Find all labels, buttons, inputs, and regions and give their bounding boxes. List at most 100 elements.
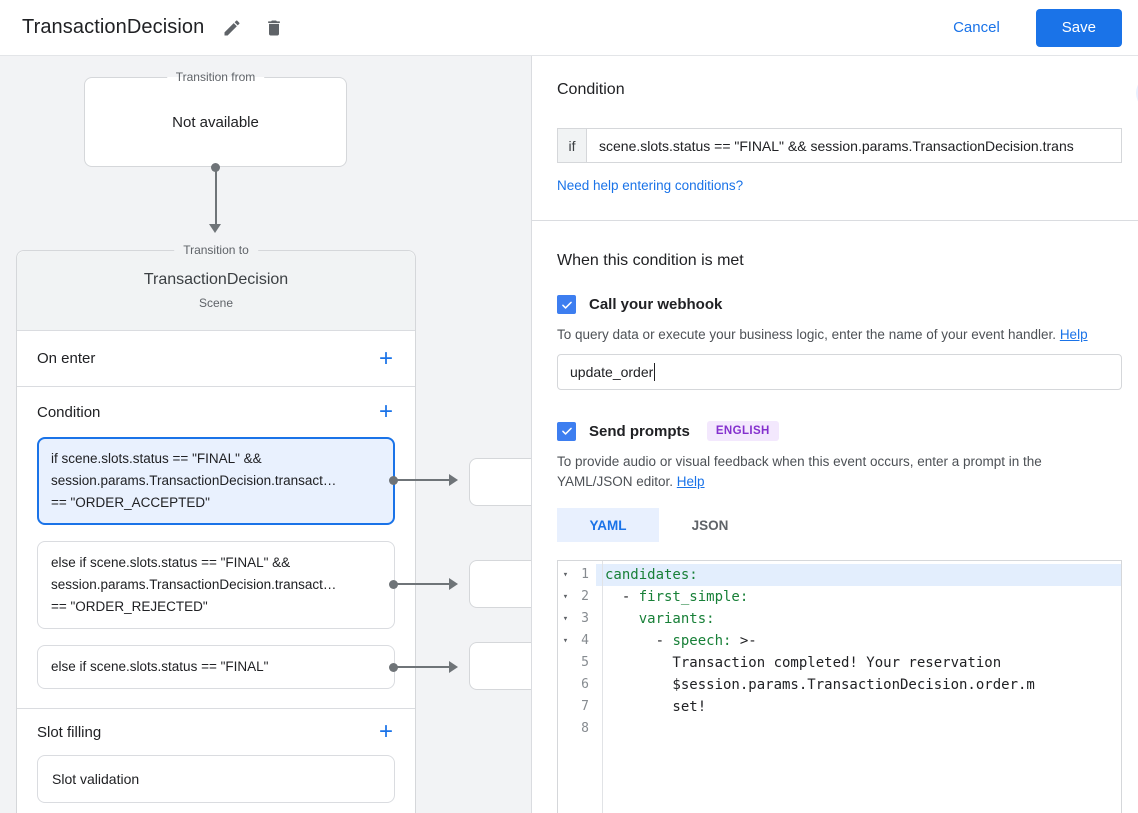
condition-text-line: == "ORDER_REJECTED"	[51, 599, 208, 614]
connector-dot	[389, 579, 398, 589]
editor-line[interactable]: 6 $session.params.TransactionDecision.or…	[558, 674, 1121, 696]
edit-scene-button[interactable]	[218, 14, 246, 42]
connector-arrowhead	[449, 578, 458, 590]
webhook-help-link[interactable]: Help	[1059, 327, 1088, 342]
line-number: 1	[581, 567, 589, 582]
line-number: 6	[581, 677, 589, 692]
flow-connector-dot	[211, 163, 220, 172]
prompts-helper-text: To provide audio or visual feedback when…	[557, 452, 1117, 492]
editor-line[interactable]: 5 Transaction completed! Your reservatio…	[558, 652, 1121, 674]
line-number: 5	[581, 655, 589, 670]
condition-text-line: == "ORDER_ACCEPTED"	[51, 495, 210, 510]
fold-arrow-icon[interactable]: ▾	[562, 636, 569, 646]
event-handler-value: update_order	[570, 364, 654, 380]
webhook-checkbox[interactable]	[557, 295, 576, 314]
editor-line[interactable]: ▾2 - first_simple:	[558, 586, 1121, 608]
checkmark-icon	[561, 301, 572, 309]
condition-section-header: Condition +	[17, 387, 415, 437]
editor-line[interactable]: 7 set!	[558, 696, 1121, 718]
connector-dot	[389, 475, 398, 485]
tab-yaml[interactable]: YAML	[557, 508, 659, 542]
checkmark-icon	[561, 427, 572, 435]
fold-arrow-icon[interactable]: ▾	[562, 614, 569, 624]
code-text: - speech: >-	[605, 633, 757, 649]
event-handler-input[interactable]: update_order	[557, 354, 1122, 390]
fold-arrow-icon[interactable]: ▾	[562, 570, 569, 580]
line-number: 2	[581, 589, 589, 604]
line-number: 4	[581, 633, 589, 648]
prompts-check-row: Send prompts ENGLISH	[557, 421, 1122, 441]
panel-title: Condition	[557, 81, 625, 98]
if-prefix: if	[557, 128, 586, 163]
line-number: 8	[581, 721, 589, 736]
connector-line	[395, 479, 451, 481]
cancel-button[interactable]: Cancel	[935, 11, 1018, 44]
line-number: 7	[581, 699, 589, 714]
panel-divider	[532, 220, 1138, 221]
when-met-heading: When this condition is met	[557, 252, 744, 269]
scene-card-header[interactable]: TransactionDecision Scene	[17, 251, 415, 331]
delete-scene-button[interactable]	[260, 14, 288, 42]
condition-list: if scene.slots.status == "FINAL" &&sessi…	[17, 437, 415, 689]
collapse-panel-button[interactable]	[1136, 75, 1138, 111]
slot-filling-section-header: Slot filling +	[17, 709, 415, 755]
tab-json[interactable]: JSON	[659, 508, 761, 542]
transition-from-box[interactable]: Transition from Not available	[84, 70, 347, 167]
slot-list: Slot validation	[17, 755, 415, 803]
pencil-icon	[224, 19, 240, 35]
condition-text-line: else if scene.slots.status == "FINAL" &&	[51, 555, 291, 570]
code-text: $session.params.TransactionDecision.orde…	[605, 677, 1035, 693]
webhook-helper-body: To query data or execute your business l…	[557, 327, 1060, 342]
webhook-helper-text: To query data or execute your business l…	[557, 325, 1117, 345]
scene-name: TransactionDecision	[143, 271, 289, 288]
send-prompts-checkbox[interactable]	[557, 421, 576, 441]
add-on-enter-button[interactable]: +	[378, 344, 393, 372]
topbar: TransactionDecision Cancel Save	[0, 0, 1138, 56]
prompts-help-link[interactable]: Help	[676, 474, 705, 489]
target-scene-box[interactable]	[469, 642, 531, 690]
condition-text-line: else if scene.slots.status == "FINAL"	[51, 659, 269, 674]
fold-arrow-icon[interactable]: ▾	[562, 592, 569, 602]
connector-line	[395, 666, 451, 668]
code-text	[596, 718, 1121, 740]
target-scene-box[interactable]	[469, 560, 531, 608]
on-enter-section: On enter +	[17, 331, 415, 387]
condition-expression-input[interactable]: scene.slots.status == "FINAL" && session…	[586, 128, 1122, 163]
transition-from-legend: Transition from	[166, 70, 265, 84]
add-condition-button[interactable]: +	[378, 398, 393, 425]
connector-dot	[389, 662, 398, 672]
transition-to-legend: Transition to	[174, 243, 258, 257]
editor-line[interactable]: ▾3 variants:	[558, 608, 1121, 630]
add-slot-button[interactable]: +	[378, 718, 393, 745]
prompts-helper-body: To provide audio or visual feedback when…	[557, 454, 1042, 489]
condition-item[interactable]: else if scene.slots.status == "FINAL"	[37, 645, 395, 689]
code-text: Transaction completed! Your reservation	[605, 655, 1002, 671]
slot-item[interactable]: Slot validation	[37, 755, 395, 803]
condition-item[interactable]: else if scene.slots.status == "FINAL" &&…	[37, 541, 395, 629]
condition-text-line: session.params.TransactionDecision.trans…	[51, 473, 337, 488]
slot-filling-label: Slot filling	[37, 723, 102, 741]
target-scene-box[interactable]	[469, 458, 531, 506]
scene-flow-canvas: Transition from Not available Transition…	[0, 56, 531, 813]
trash-icon	[268, 20, 281, 35]
flow-connector-arrowhead	[209, 224, 221, 233]
webhook-check-row: Call your webhook	[557, 295, 1122, 314]
condition-item-selected[interactable]: if scene.slots.status == "FINAL" &&sessi…	[37, 437, 395, 525]
webhook-label: Call your webhook	[589, 296, 723, 313]
editor-line[interactable]: ▾ 4 - speech: >-	[558, 630, 1121, 652]
transition-from-content: Not available	[172, 113, 259, 131]
on-enter-label: On enter	[37, 350, 96, 367]
condition-expression-row: if scene.slots.status == "FINAL" && sess…	[557, 128, 1122, 163]
editor-gutter	[558, 561, 603, 813]
code-text: set!	[605, 699, 707, 715]
condition-section-label: Condition	[37, 403, 101, 421]
save-button[interactable]: Save	[1035, 8, 1122, 47]
editor-line[interactable]: 8	[558, 718, 1121, 740]
connector-arrowhead	[449, 474, 458, 486]
conditions-help-link[interactable]: Need help entering conditions?	[557, 178, 744, 193]
